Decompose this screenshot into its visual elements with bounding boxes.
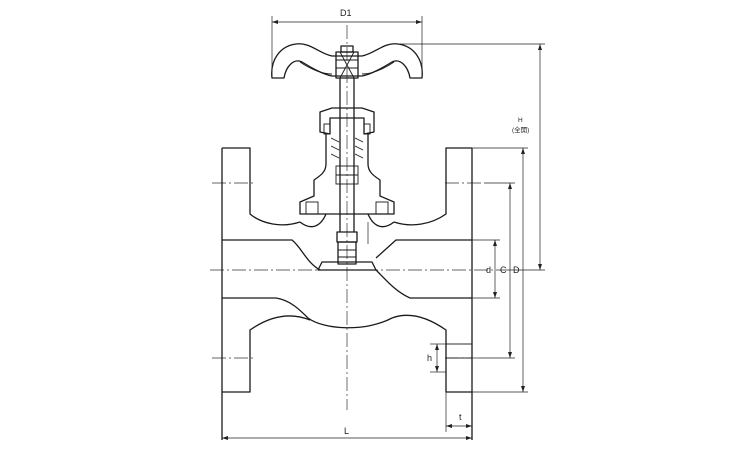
label-h-total-note: (全開) bbox=[512, 125, 529, 134]
label-d-big: D bbox=[513, 265, 520, 275]
label-h-small: h bbox=[427, 353, 432, 363]
valve-disc bbox=[317, 231, 377, 271]
dimension-labels: D1 H (全開) d C D h t L bbox=[340, 8, 529, 436]
handwheel bbox=[271, 43, 423, 79]
label-t: t bbox=[459, 412, 462, 422]
label-l: L bbox=[344, 426, 349, 436]
label-h-total: H bbox=[518, 117, 523, 124]
dimensions bbox=[222, 16, 545, 440]
stem bbox=[339, 78, 355, 232]
label-d1: D1 bbox=[340, 8, 352, 18]
bonnet bbox=[299, 107, 395, 215]
label-d-small: d bbox=[486, 265, 491, 275]
valve-body bbox=[221, 147, 473, 440]
label-c: C bbox=[500, 265, 507, 275]
center-lines bbox=[210, 25, 500, 410]
